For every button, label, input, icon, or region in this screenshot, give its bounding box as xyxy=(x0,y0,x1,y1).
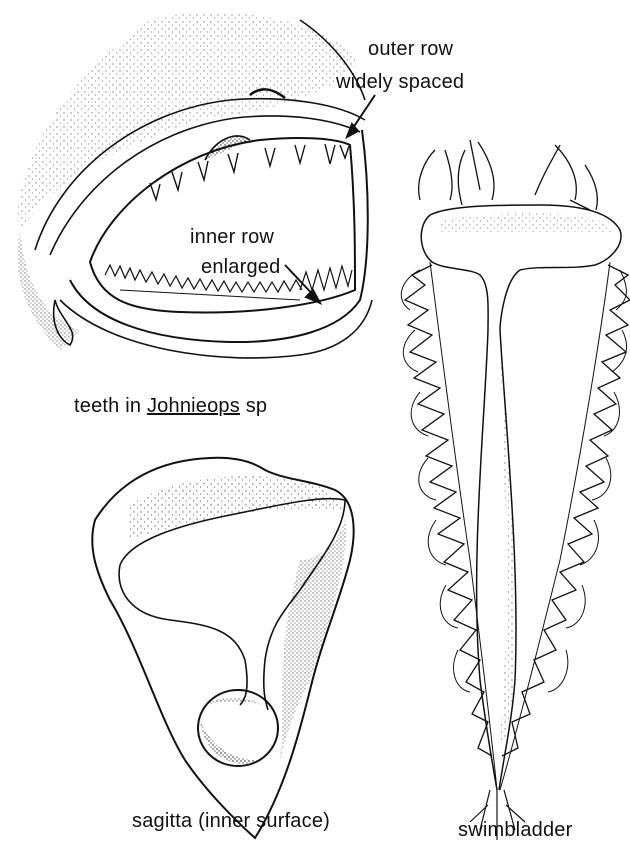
swimbladder-caption: swimbladder xyxy=(458,818,572,842)
swimbladder-illustration xyxy=(401,140,630,840)
outer-row-arrow xyxy=(347,95,375,137)
inner-row-label-line1: inner row xyxy=(190,225,274,249)
teeth-caption-suffix: sp xyxy=(240,395,267,417)
outer-row-teeth xyxy=(150,144,349,200)
sagitta-caption: sagitta (inner surface) xyxy=(132,809,330,833)
sagitta-illustration xyxy=(92,458,353,838)
outer-row-label-line1: outer row xyxy=(368,37,453,61)
inner-row-label-line2: enlarged xyxy=(201,255,280,279)
outer-row-label-line2: widely spaced xyxy=(336,70,464,94)
teeth-caption: teeth in Johnieops sp xyxy=(74,394,267,418)
teeth-caption-genus: Johnieops xyxy=(147,395,240,417)
jaw-illustration xyxy=(17,12,375,358)
teeth-caption-prefix: teeth in xyxy=(74,395,147,417)
inner-row-arrow xyxy=(285,265,320,303)
